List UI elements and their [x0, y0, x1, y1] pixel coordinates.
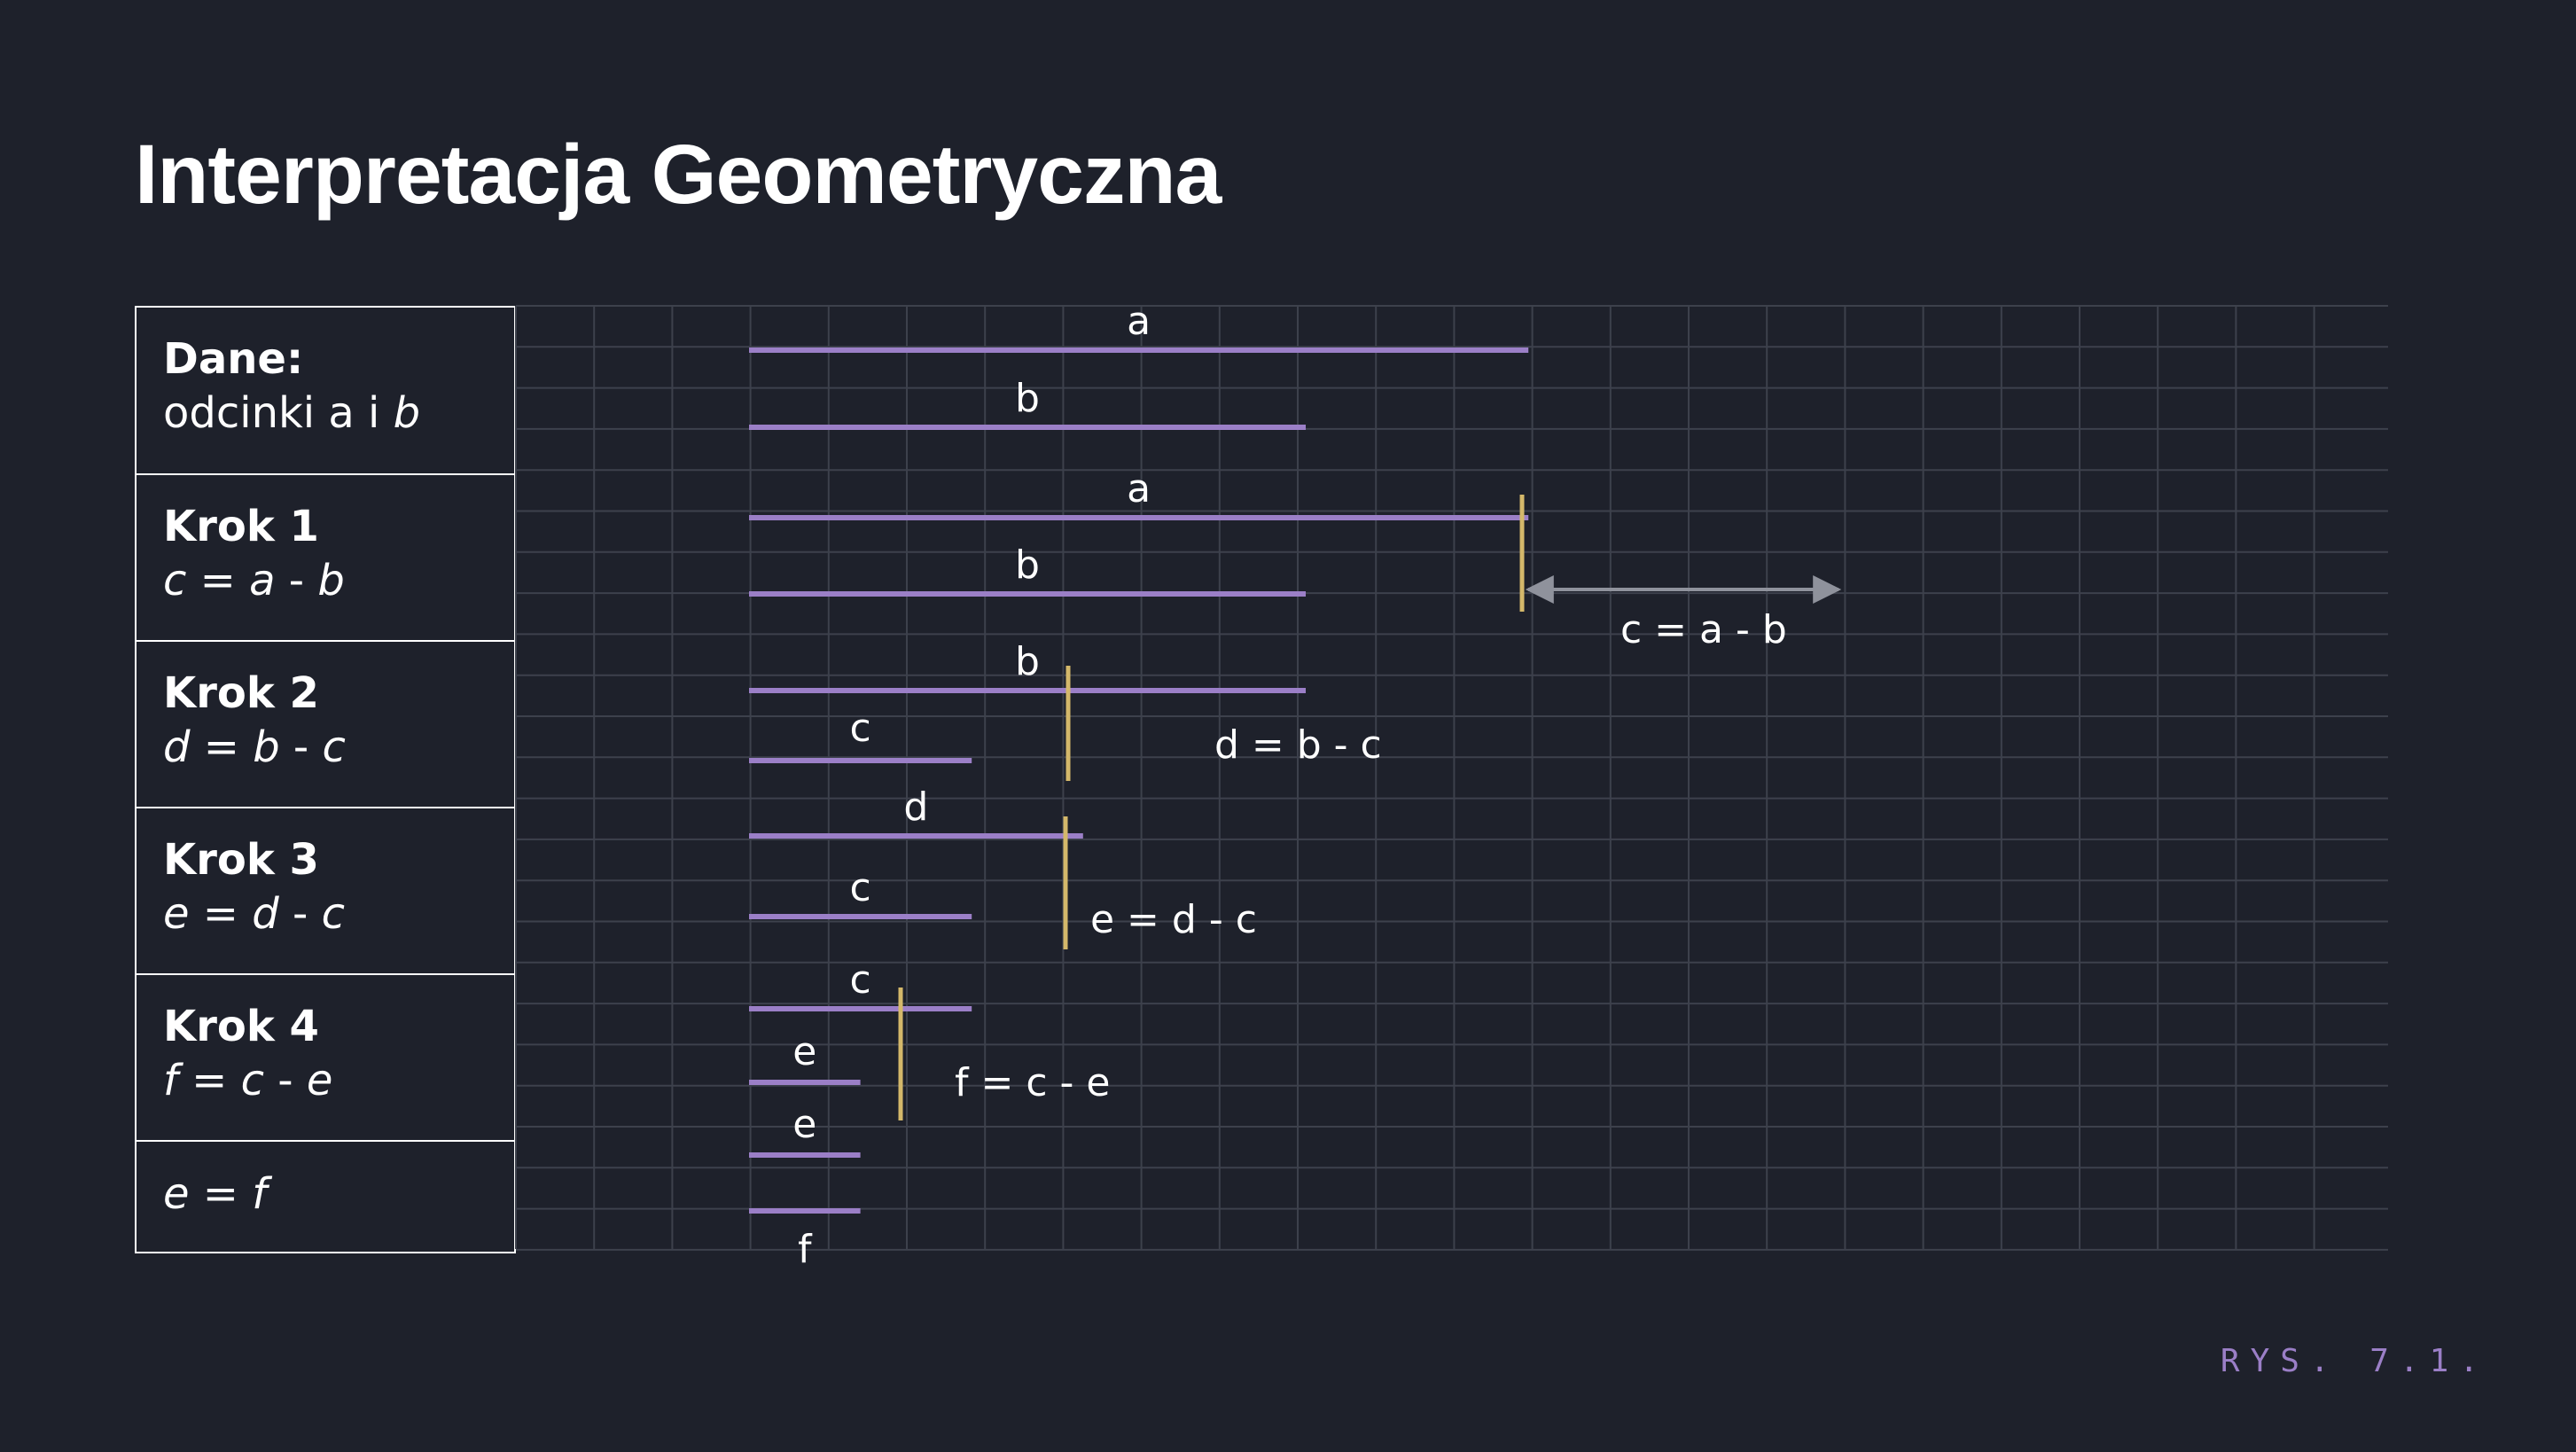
annotation-f: f = c - e: [955, 1060, 1110, 1105]
step-head: Krok 3: [163, 835, 319, 885]
segment-label: f: [798, 1227, 813, 1272]
step-formula: e = f: [163, 1167, 514, 1222]
segment-label: c: [849, 706, 870, 751]
formula-var: c: [322, 722, 346, 772]
formula-var: f: [163, 1055, 178, 1105]
step-row-3: Krok 3 e = d - c: [137, 808, 514, 975]
formula-op: =: [186, 555, 250, 605]
formula-var: d: [163, 722, 191, 772]
formula-var: b: [393, 387, 421, 438]
grid: [515, 305, 2388, 1251]
formula-op: =: [177, 1055, 241, 1105]
step-row-conclusion: e = f: [137, 1142, 514, 1252]
formula-op: -: [278, 888, 322, 939]
markers: [898, 495, 1525, 1120]
step-head: Krok 1: [163, 502, 319, 551]
formula-op: =: [190, 722, 254, 772]
annotation-d: d = b - c: [1214, 722, 1382, 768]
formula-text: odcinki a i: [163, 387, 394, 438]
step-formula: f = c - e: [163, 1053, 514, 1108]
formula-op: -: [264, 1055, 307, 1105]
step-row-2: Krok 2 d = b - c: [137, 642, 514, 808]
formula-op: =: [189, 1169, 253, 1219]
step-formula: c = a - b: [163, 553, 514, 608]
step-formula: odcinki a i b: [163, 386, 514, 441]
segment-label: c: [849, 957, 870, 1003]
formula-var: c: [321, 888, 345, 939]
figure-label: RYS. 7.1.: [2220, 1343, 2489, 1379]
formula-var: d: [252, 888, 279, 939]
formula-var: e: [163, 888, 190, 939]
formula-var: e: [306, 1055, 333, 1105]
step-formula: e = d - c: [163, 886, 514, 941]
annotation-e: e = d - c: [1090, 897, 1257, 942]
formula-op: =: [189, 888, 253, 939]
step-row-given: Dane: odcinki a i b: [137, 308, 514, 475]
formula-var: b: [317, 555, 345, 605]
step-row-4: Krok 4 f = c - e: [137, 975, 514, 1142]
formula-var: e: [163, 1169, 190, 1219]
step-formula: d = b - c: [163, 720, 514, 775]
formula-op: -: [279, 722, 323, 772]
step-head: Krok 2: [163, 668, 319, 718]
segment-label: b: [1015, 543, 1040, 588]
formula-var: c: [240, 1055, 265, 1105]
segment-label: b: [1015, 639, 1040, 684]
step-head: Krok 4: [163, 1002, 319, 1051]
step-row-1: Krok 1 c = a - b: [137, 475, 514, 642]
formula-op: -: [275, 555, 318, 605]
steps-table: Dane: odcinki a i b Krok 1 c = a - b Kro…: [135, 306, 516, 1253]
segment-label: a: [1127, 299, 1151, 344]
segment-label: d: [903, 785, 928, 830]
segment-label: e: [792, 1029, 816, 1074]
segment-label: b: [1015, 376, 1040, 421]
step-head: Dane: [163, 334, 286, 384]
segment-label: a: [1127, 466, 1151, 511]
formula-var: b: [253, 722, 280, 772]
formula-var: f: [252, 1169, 268, 1219]
step-head-colon: :: [285, 334, 304, 384]
formula-var: c: [163, 555, 187, 605]
page-title: Interpretacja Geometryczna: [135, 128, 1222, 222]
formula-var: a: [249, 555, 276, 605]
segment-label: e: [792, 1102, 816, 1147]
annotation-c: c = a - b: [1620, 607, 1787, 652]
segment-label: c: [849, 865, 870, 910]
